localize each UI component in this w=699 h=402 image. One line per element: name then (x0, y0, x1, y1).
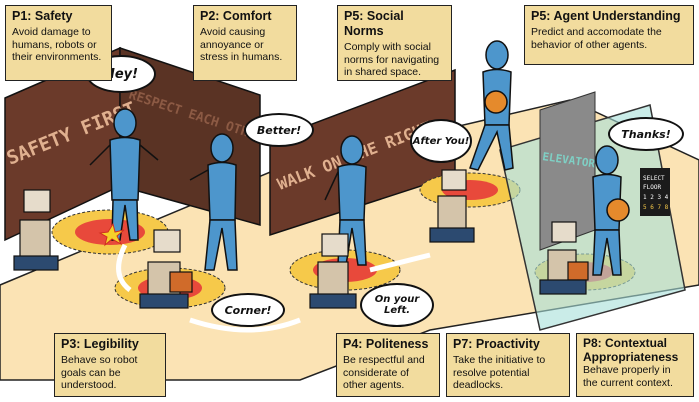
speech-bubble-better: Better! (244, 113, 314, 147)
principle-p3-legibility: P3: Legibility Behave so robot goals can… (54, 333, 166, 397)
speech-bubble-corner: Corner! (211, 293, 285, 327)
principle-title: P5: Agent Understanding (531, 9, 681, 23)
robot-1 (13, 189, 59, 271)
speech-bubble-on-your-left: On your Left. (360, 283, 434, 327)
path-arrow-1 (116, 243, 132, 292)
principle-title: P8: Contextual Appropriateness (583, 336, 679, 364)
path-arrow-2 (189, 317, 301, 333)
principle-p8-contextual-appropriateness: P8: Contextual Appropriateness Behave pr… (576, 333, 694, 397)
principle-description: Comply with social norms for navigating … (344, 41, 440, 78)
principle-p4-politeness: P4: Politeness Be respectful and conside… (336, 333, 440, 397)
principle-p5-agent-understanding: P5: Agent Understanding Predict and acco… (524, 5, 694, 65)
principle-description: Predict and accomodate the behavior of o… (531, 26, 662, 51)
robot-5 (539, 221, 589, 295)
principle-p5-social-norms: P5: Social Norms Comply with social norm… (337, 5, 452, 81)
principle-title: P5: Social Norms (344, 9, 404, 38)
robot-4 (429, 169, 475, 243)
principle-description: Take the initiative to resolve potential… (453, 354, 546, 391)
robot-3 (309, 233, 357, 309)
principle-title: P1: Safety (12, 9, 73, 23)
principle-description: Avoid damage to humans, robots or their … (12, 26, 102, 63)
robot-2 (139, 229, 193, 309)
principle-description: Be respectful and considerate of other a… (343, 354, 425, 391)
principle-description: Behave so robot goals can be understood. (61, 354, 138, 391)
human-4 (469, 40, 514, 171)
principle-p2-comfort: P2: Comfort Avoid causing annoyance or s… (193, 5, 297, 81)
human-3 (324, 135, 367, 266)
principle-title: P2: Comfort (200, 9, 272, 23)
human-2 (189, 133, 238, 271)
elevator-panel-line-2: FLOOR (643, 184, 661, 191)
path-arrow-3 (369, 252, 431, 273)
principle-description: Behave properly in the current context. (583, 364, 673, 389)
principle-p7-proactivity: P7: Proactivity Take the initiative to r… (446, 333, 570, 397)
principle-title: P3: Legibility (61, 337, 139, 351)
elevator-panel-line-4: 5 6 7 8 (643, 204, 669, 211)
human-5 (592, 145, 630, 276)
elevator-panel-line-3: 1 2 3 4 (643, 194, 669, 201)
principle-p1-safety: P1: Safety Avoid damage to humans, robot… (5, 5, 112, 81)
elevator-panel-line-1: SELECT (643, 175, 665, 182)
collision-star (98, 222, 125, 247)
zone-4 (419, 172, 521, 208)
speech-bubble-thanks: Thanks! (608, 117, 684, 151)
human-1 (89, 108, 159, 241)
principle-description: Avoid causing annoyance or stress in hum… (200, 26, 283, 63)
speech-bubble-after-you: After You! (410, 119, 472, 163)
principle-title: P7: Proactivity (453, 337, 540, 351)
principle-title: P4: Politeness (343, 337, 429, 351)
elevator-panel (640, 168, 670, 216)
